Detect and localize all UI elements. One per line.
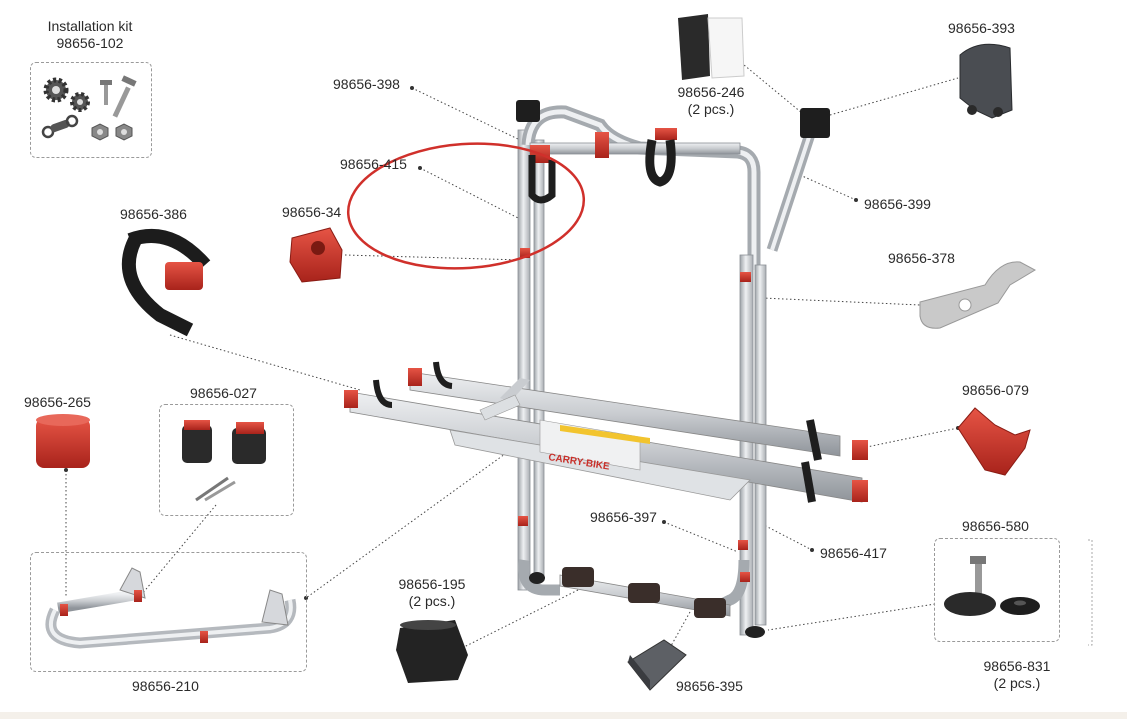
part-210-frame (45, 567, 297, 649)
part-378-holder (919, 261, 1037, 329)
part-079-cradle (957, 407, 1031, 476)
callout-box-210 (30, 552, 307, 672)
part-386-strap (121, 228, 211, 337)
installation-kit-title: Installation kit (47, 18, 133, 34)
label-399: 98656-399 (864, 196, 931, 212)
edge-bracket (1088, 539, 1093, 646)
label-195-qty: (2 pcs.) (408, 593, 456, 609)
label-027: 98656-027 (190, 385, 257, 401)
label-installation-kit: Installation kit 98656-102 (35, 18, 145, 52)
installation-kit-code: 98656-102 (56, 35, 124, 51)
leader-lines (65, 59, 959, 663)
part-393-bracket (959, 43, 1013, 119)
installation-kit-contents (41, 75, 137, 141)
label-246: 98656-246 (2 pcs.) (672, 84, 750, 118)
label-393: 98656-393 (948, 20, 1015, 36)
part-027-plugs (182, 420, 266, 502)
highlight-circle (346, 142, 586, 270)
callout-box-027 (159, 404, 294, 516)
label-417: 98656-417 (820, 545, 887, 561)
bottom-crossbar (559, 567, 731, 618)
screw-icon (100, 75, 137, 118)
label-195-code: 98656-195 (398, 576, 466, 592)
callout-box-580 (934, 538, 1060, 642)
label-210: 98656-210 (132, 678, 199, 694)
part-265-cap (36, 414, 90, 468)
label-246-qty: (2 pcs.) (687, 101, 735, 117)
bottom-strip (0, 712, 1127, 719)
nut-icon (91, 123, 133, 141)
label-580: 98656-580 (962, 518, 1029, 534)
label-831-code: 98656-831 (983, 658, 1051, 674)
label-246-code: 98656-246 (677, 84, 745, 100)
bike-carrier-frame (517, 103, 818, 638)
chain-icon (41, 114, 79, 139)
label-831-qty: (2 pcs.) (993, 675, 1041, 691)
label-831: 98656-831 (2 pcs.) (978, 658, 1056, 692)
wheel-rails (344, 361, 868, 503)
label-195: 98656-195 (2 pcs.) (393, 576, 471, 610)
label-378: 98656-378 (888, 250, 955, 266)
part-34x-block (289, 227, 343, 283)
part-395-clip (627, 639, 687, 691)
label-079: 98656-079 (962, 382, 1029, 398)
label-395: 98656-395 (676, 678, 743, 694)
label-397: 98656-397 (590, 509, 657, 525)
gear-icon (43, 77, 90, 112)
label-34x: 98656-34 (282, 204, 342, 220)
label-386: 98656-386 (120, 206, 187, 222)
label-415: 98656-415 (340, 156, 407, 172)
part-246-pads (678, 14, 745, 80)
part-195-sleeve (396, 620, 468, 683)
label-265: 98656-265 (24, 394, 91, 410)
part-580-foot (944, 556, 1040, 616)
label-398: 98656-398 (333, 76, 400, 92)
callout-box-installation-kit (30, 62, 152, 158)
